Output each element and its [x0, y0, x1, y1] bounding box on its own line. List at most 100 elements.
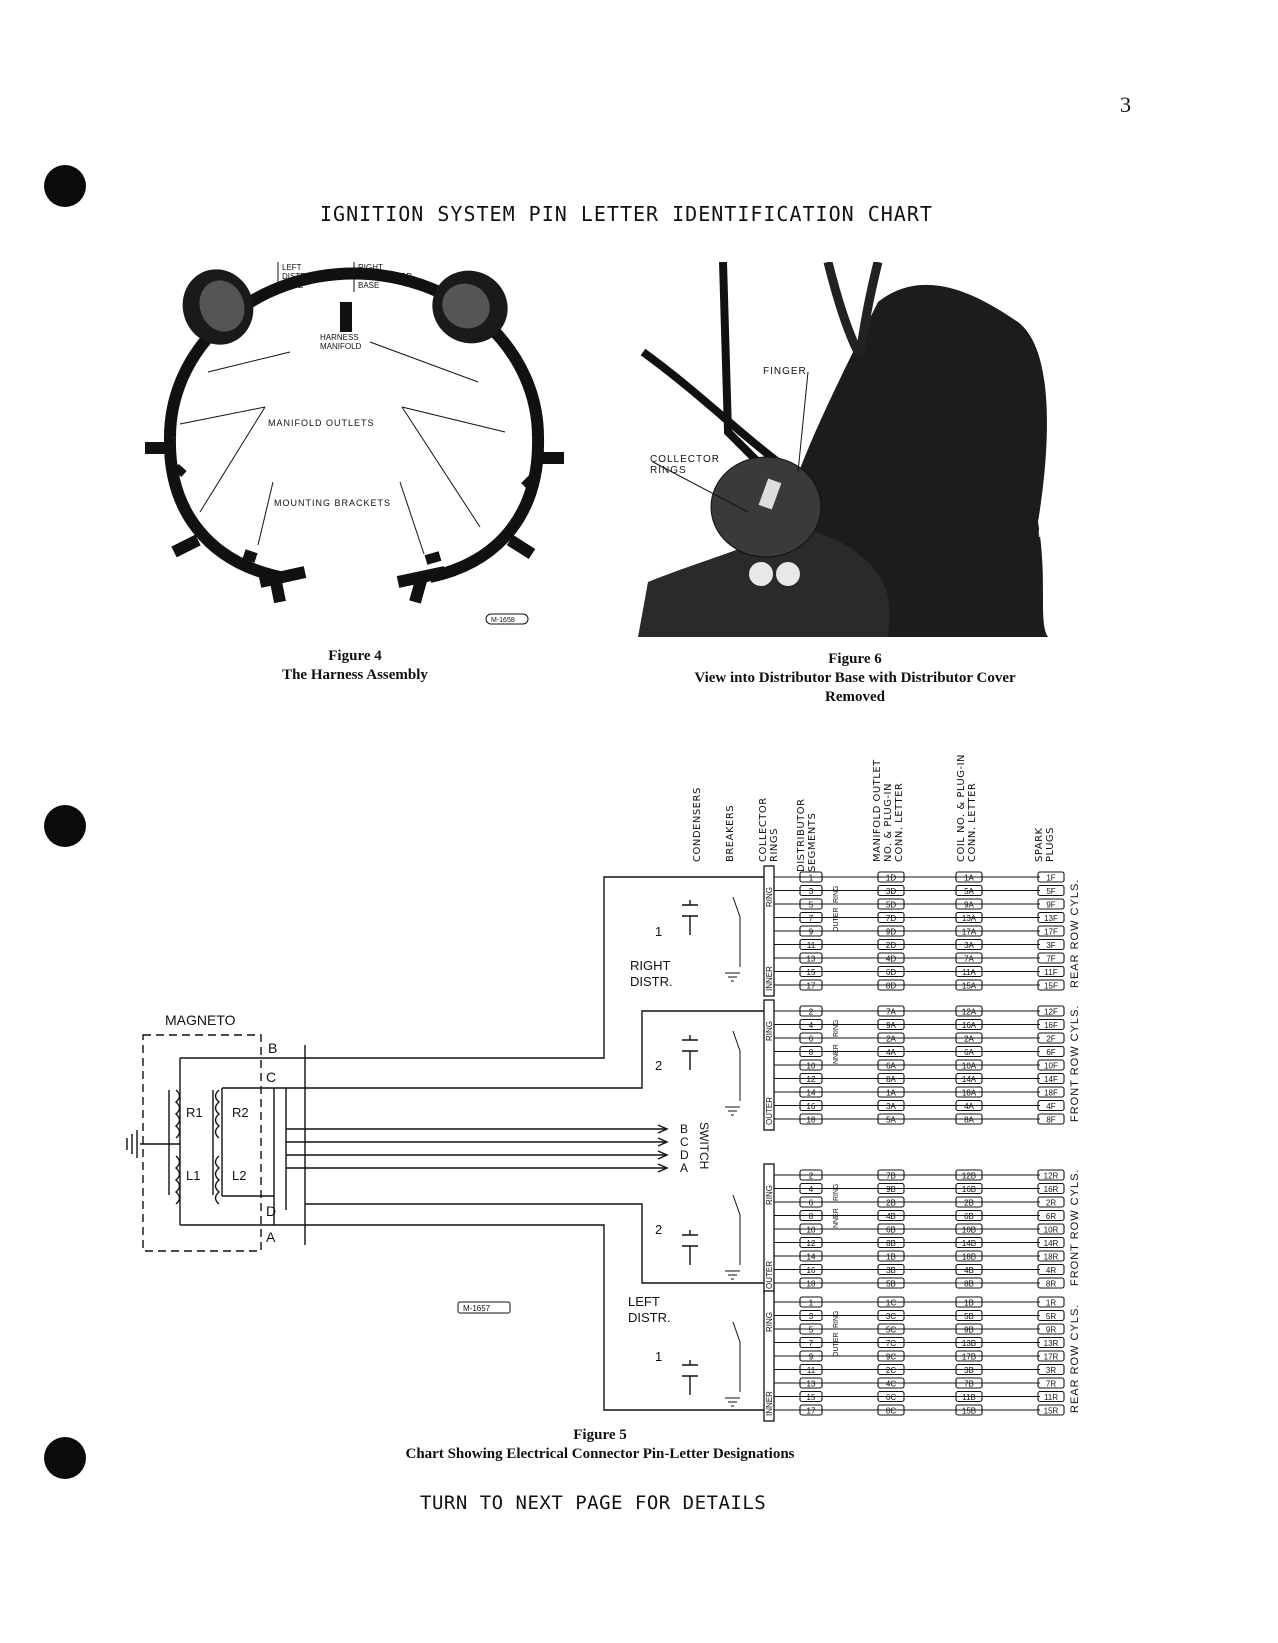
outlet-label-box	[877, 1350, 905, 1362]
outlet-label-box	[877, 1404, 905, 1416]
outlet-label-box	[877, 1263, 905, 1276]
spark-plug-label: 4F	[1046, 1102, 1055, 1111]
spark-plug-label: 7R	[1046, 1380, 1056, 1389]
outlet-label: 8A	[886, 1075, 896, 1084]
outlet-label-box	[877, 1045, 905, 1058]
spark-plug-label-box	[1037, 1296, 1065, 1308]
outlet-label-box	[877, 1113, 905, 1125]
coil-label: 4B	[964, 1266, 974, 1275]
spark-plug-label-box	[1037, 884, 1065, 897]
outlet-label: 5B	[886, 1280, 896, 1289]
edge-letter-label: R	[1038, 529, 1045, 540]
coil-label: 12A	[962, 1008, 977, 1017]
segment-label-box	[799, 884, 823, 897]
segment-label: 9	[809, 928, 814, 937]
segment-label-box	[799, 1113, 823, 1125]
coil-label: 10B	[962, 1226, 976, 1235]
row-cylinders-label: FRONT ROW CYLS.	[1069, 1005, 1081, 1122]
outlet-label: 8D	[886, 982, 896, 991]
coil-label: 13B	[962, 1339, 976, 1348]
ground-symbol	[725, 1397, 740, 1407]
outlet-label: 3B	[886, 1266, 896, 1275]
segment-group-label: INNER	[833, 1044, 840, 1066]
segment-label: 16	[807, 1102, 816, 1111]
outlet-label-box	[877, 871, 905, 883]
outlet-label: 3C	[886, 1312, 896, 1321]
switch-label: SWITCH	[697, 1122, 711, 1169]
spark-plug-label-box	[1037, 1277, 1065, 1289]
spark-plug-label-box	[1037, 1377, 1065, 1389]
spark-plug-label-box	[1037, 1350, 1065, 1362]
punch-hole	[44, 805, 86, 847]
spark-plug-label-box	[1037, 871, 1065, 883]
segment-label: 10	[807, 1226, 816, 1235]
coil-label: 13A	[962, 914, 977, 923]
coil-label: 9A	[964, 901, 974, 910]
page-number: 3	[1120, 92, 1131, 117]
spark-plug-label: 11F	[1044, 968, 1057, 977]
segment-label-box	[799, 1018, 823, 1031]
breaker-contact	[732, 1030, 741, 1101]
segment-label: 8	[809, 1212, 814, 1221]
coil-label: 11A	[962, 968, 976, 977]
coil-label-box	[955, 1169, 983, 1181]
left-distr-line2: DISTR.	[628, 1310, 671, 1325]
spark-plug-label: 8F	[1046, 1116, 1055, 1125]
terminal-b-label: B	[268, 1040, 277, 1056]
spark-plug-label-box	[1037, 965, 1065, 978]
segment-label-box	[799, 1223, 823, 1235]
segment-label-box	[799, 1059, 823, 1071]
segment-label: 14	[807, 1089, 816, 1098]
spark-plug-label: 3F	[1046, 941, 1055, 950]
coil-label-box	[955, 1005, 983, 1017]
outlet-label-box	[877, 979, 905, 991]
outlet-label: 1D	[886, 874, 896, 883]
spark-plug-label: 1F	[1046, 874, 1055, 883]
spark-plug-label: 14F	[1044, 1075, 1058, 1084]
spark-plug-label: 13R	[1044, 1339, 1059, 1348]
breaker-contact	[732, 1321, 741, 1392]
coil-label: 5A	[964, 887, 974, 896]
outlet-label-box	[877, 1169, 905, 1181]
spark-plug-label: 2R	[1046, 1199, 1056, 1208]
coil-label-box	[955, 1182, 983, 1195]
spark-plug-label-box	[1037, 1059, 1065, 1071]
right-distr-line2: DISTR.	[630, 974, 673, 989]
outlet-label-box	[877, 911, 905, 924]
outlet-label: 5C	[886, 1326, 896, 1335]
outlet-label: 4B	[886, 1212, 896, 1221]
spark-plug-label: 4R	[1046, 1266, 1056, 1275]
spark-plug-label: 9F	[1046, 901, 1055, 910]
coil-label: 10A	[962, 1062, 977, 1071]
segment-label-box	[799, 1336, 823, 1349]
right-distr-line: RIGHT	[630, 958, 671, 973]
outlet-label-box	[877, 965, 905, 978]
terminal-d-label: D	[266, 1203, 276, 1219]
segment-ring-label: RING	[833, 1311, 840, 1329]
outlet-label-box	[877, 938, 905, 951]
coil-l1-label: L1	[186, 1168, 200, 1183]
left-distr-line: LEFT	[628, 1294, 660, 1309]
segment-label-box	[799, 911, 823, 924]
coil-label: 2A	[964, 1035, 974, 1044]
coil-label-box	[955, 911, 983, 924]
spark-plug-label: 7F	[1046, 955, 1055, 964]
spark-plug-label: 11R	[1044, 1393, 1058, 1402]
spark-plug-label: 16F	[1044, 1021, 1058, 1030]
segment-label-box	[799, 1309, 823, 1322]
segment-label: 17	[807, 982, 816, 991]
coil-label: 6A	[964, 1048, 974, 1057]
coil-label-box	[955, 965, 983, 978]
segment-label-box	[799, 1323, 823, 1335]
outlet-label: 8B	[886, 1239, 896, 1248]
coil-label: 18B	[962, 1253, 976, 1262]
segment-label: 15	[807, 1393, 816, 1402]
spark-plug-label: 10F	[1044, 1062, 1058, 1071]
spark-plug-label: 15R	[1044, 1407, 1059, 1416]
segment-label: 11	[807, 1366, 816, 1375]
